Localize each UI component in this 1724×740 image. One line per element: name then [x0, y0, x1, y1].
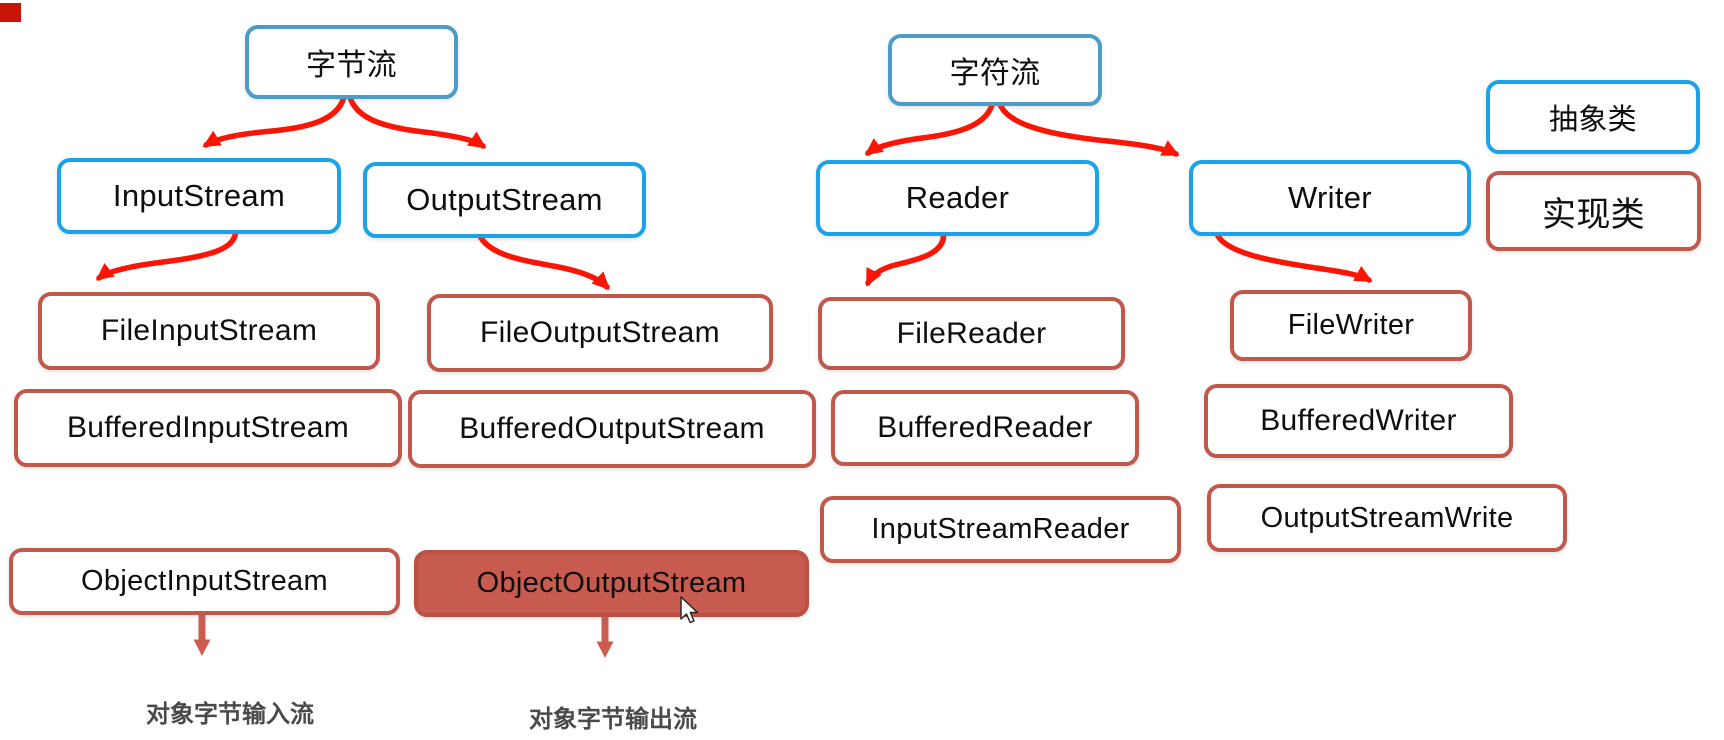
- node-label: ObjectInputStream: [81, 565, 328, 597]
- node-objectinputstream: ObjectInputStream: [9, 548, 400, 615]
- node-char-stream: 字符流: [888, 34, 1102, 106]
- node-fileoutputstream: FileOutputStream: [427, 294, 773, 372]
- node-label: BufferedInputStream: [67, 411, 349, 444]
- node-label: OutputStream: [406, 182, 603, 217]
- node-label: FileOutputStream: [480, 316, 720, 349]
- legend-label: 抽象类: [1549, 104, 1637, 136]
- node-writer: Writer: [1189, 160, 1471, 236]
- arrow-outputstream-to-fileoutputstream: [475, 228, 610, 290]
- node-label: BufferedReader: [877, 411, 1093, 444]
- recording-indicator: [0, 3, 21, 22]
- node-label: BufferedWriter: [1260, 404, 1457, 437]
- node-label: BufferedOutputStream: [459, 412, 765, 445]
- arrow-reader-to-filereader: [865, 227, 947, 287]
- arrow-writer-to-filewriter: [1213, 228, 1373, 283]
- node-label: ObjectOutputStream: [476, 567, 747, 599]
- node-outputstream: OutputStream: [363, 162, 646, 238]
- node-label: 字节流: [306, 49, 397, 82]
- node-label: OutputStreamWrite: [1260, 501, 1514, 534]
- node-label: InputStreamReader: [871, 513, 1130, 545]
- arrow-inputstream-to-fileinputstream: [95, 225, 239, 281]
- node-inputstreamreader: InputStreamReader: [820, 496, 1181, 563]
- node-label: InputStream: [112, 178, 286, 213]
- node-filereader: FileReader: [818, 297, 1125, 370]
- node-label: FileWriter: [1287, 309, 1415, 341]
- node-bufferedreader: BufferedReader: [831, 390, 1139, 466]
- node-outputstreamwriter: OutputStreamWrite: [1207, 484, 1567, 552]
- node-objectoutputstream: ObjectOutputStream: [414, 550, 809, 617]
- node-label: 字符流: [949, 57, 1041, 90]
- caption-object-output-stream: 对象字节输出流: [529, 706, 697, 733]
- node-label: Reader: [905, 180, 1010, 215]
- node-label: FileReader: [896, 316, 1047, 350]
- node-bufferedinputstream: BufferedInputStream: [14, 389, 402, 467]
- caption-object-input-stream: 对象字节输入流: [146, 701, 314, 728]
- node-label: Writer: [1288, 180, 1372, 215]
- arrow-byte-to-outputstream: [346, 90, 487, 149]
- node-bufferedoutputstream: BufferedOutputStream: [408, 390, 816, 468]
- arrow-char-to-writer: [996, 98, 1180, 157]
- node-bufferedwriter: BufferedWriter: [1204, 384, 1513, 458]
- node-fileinputstream: FileInputStream: [38, 292, 380, 370]
- node-filewriter: FileWriter: [1230, 290, 1472, 361]
- node-reader: Reader: [816, 160, 1099, 236]
- node-byte-stream: 字节流: [245, 25, 458, 99]
- arrow-byte-to-inputstream: [202, 90, 348, 148]
- legend-implementation-class: 实现类: [1486, 171, 1701, 251]
- node-inputstream: InputStream: [57, 158, 341, 234]
- legend-abstract-class: 抽象类: [1486, 80, 1700, 154]
- node-label: FileInputStream: [100, 314, 318, 347]
- legend-label: 实现类: [1542, 195, 1645, 234]
- arrow-char-to-reader: [864, 98, 996, 156]
